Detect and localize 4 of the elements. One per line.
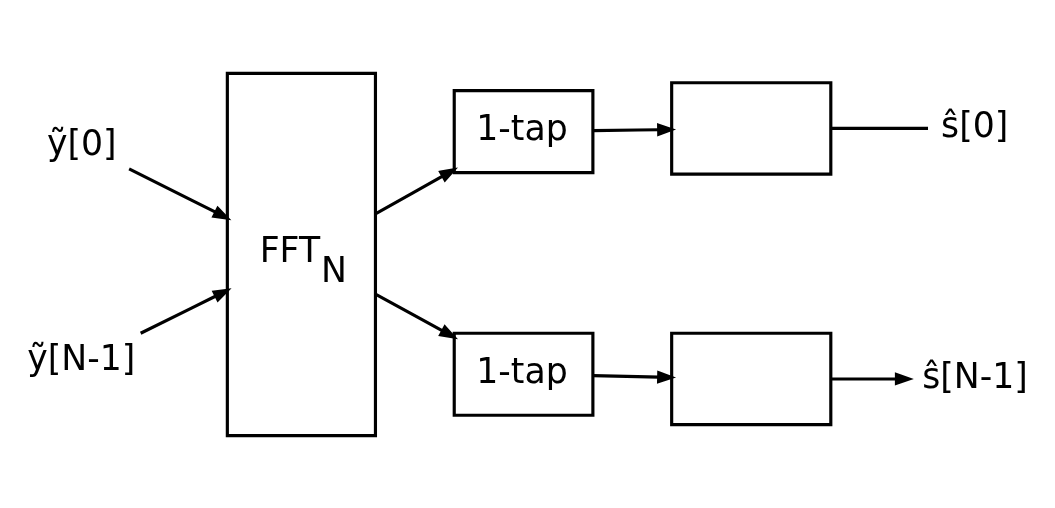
node-text: ŝ[N-1] [922,355,1028,396]
node-text: ỹ[N-1] [27,337,136,378]
node-text: ỹ[0] [46,122,117,163]
node-text: ŝ[0] [941,104,1009,145]
